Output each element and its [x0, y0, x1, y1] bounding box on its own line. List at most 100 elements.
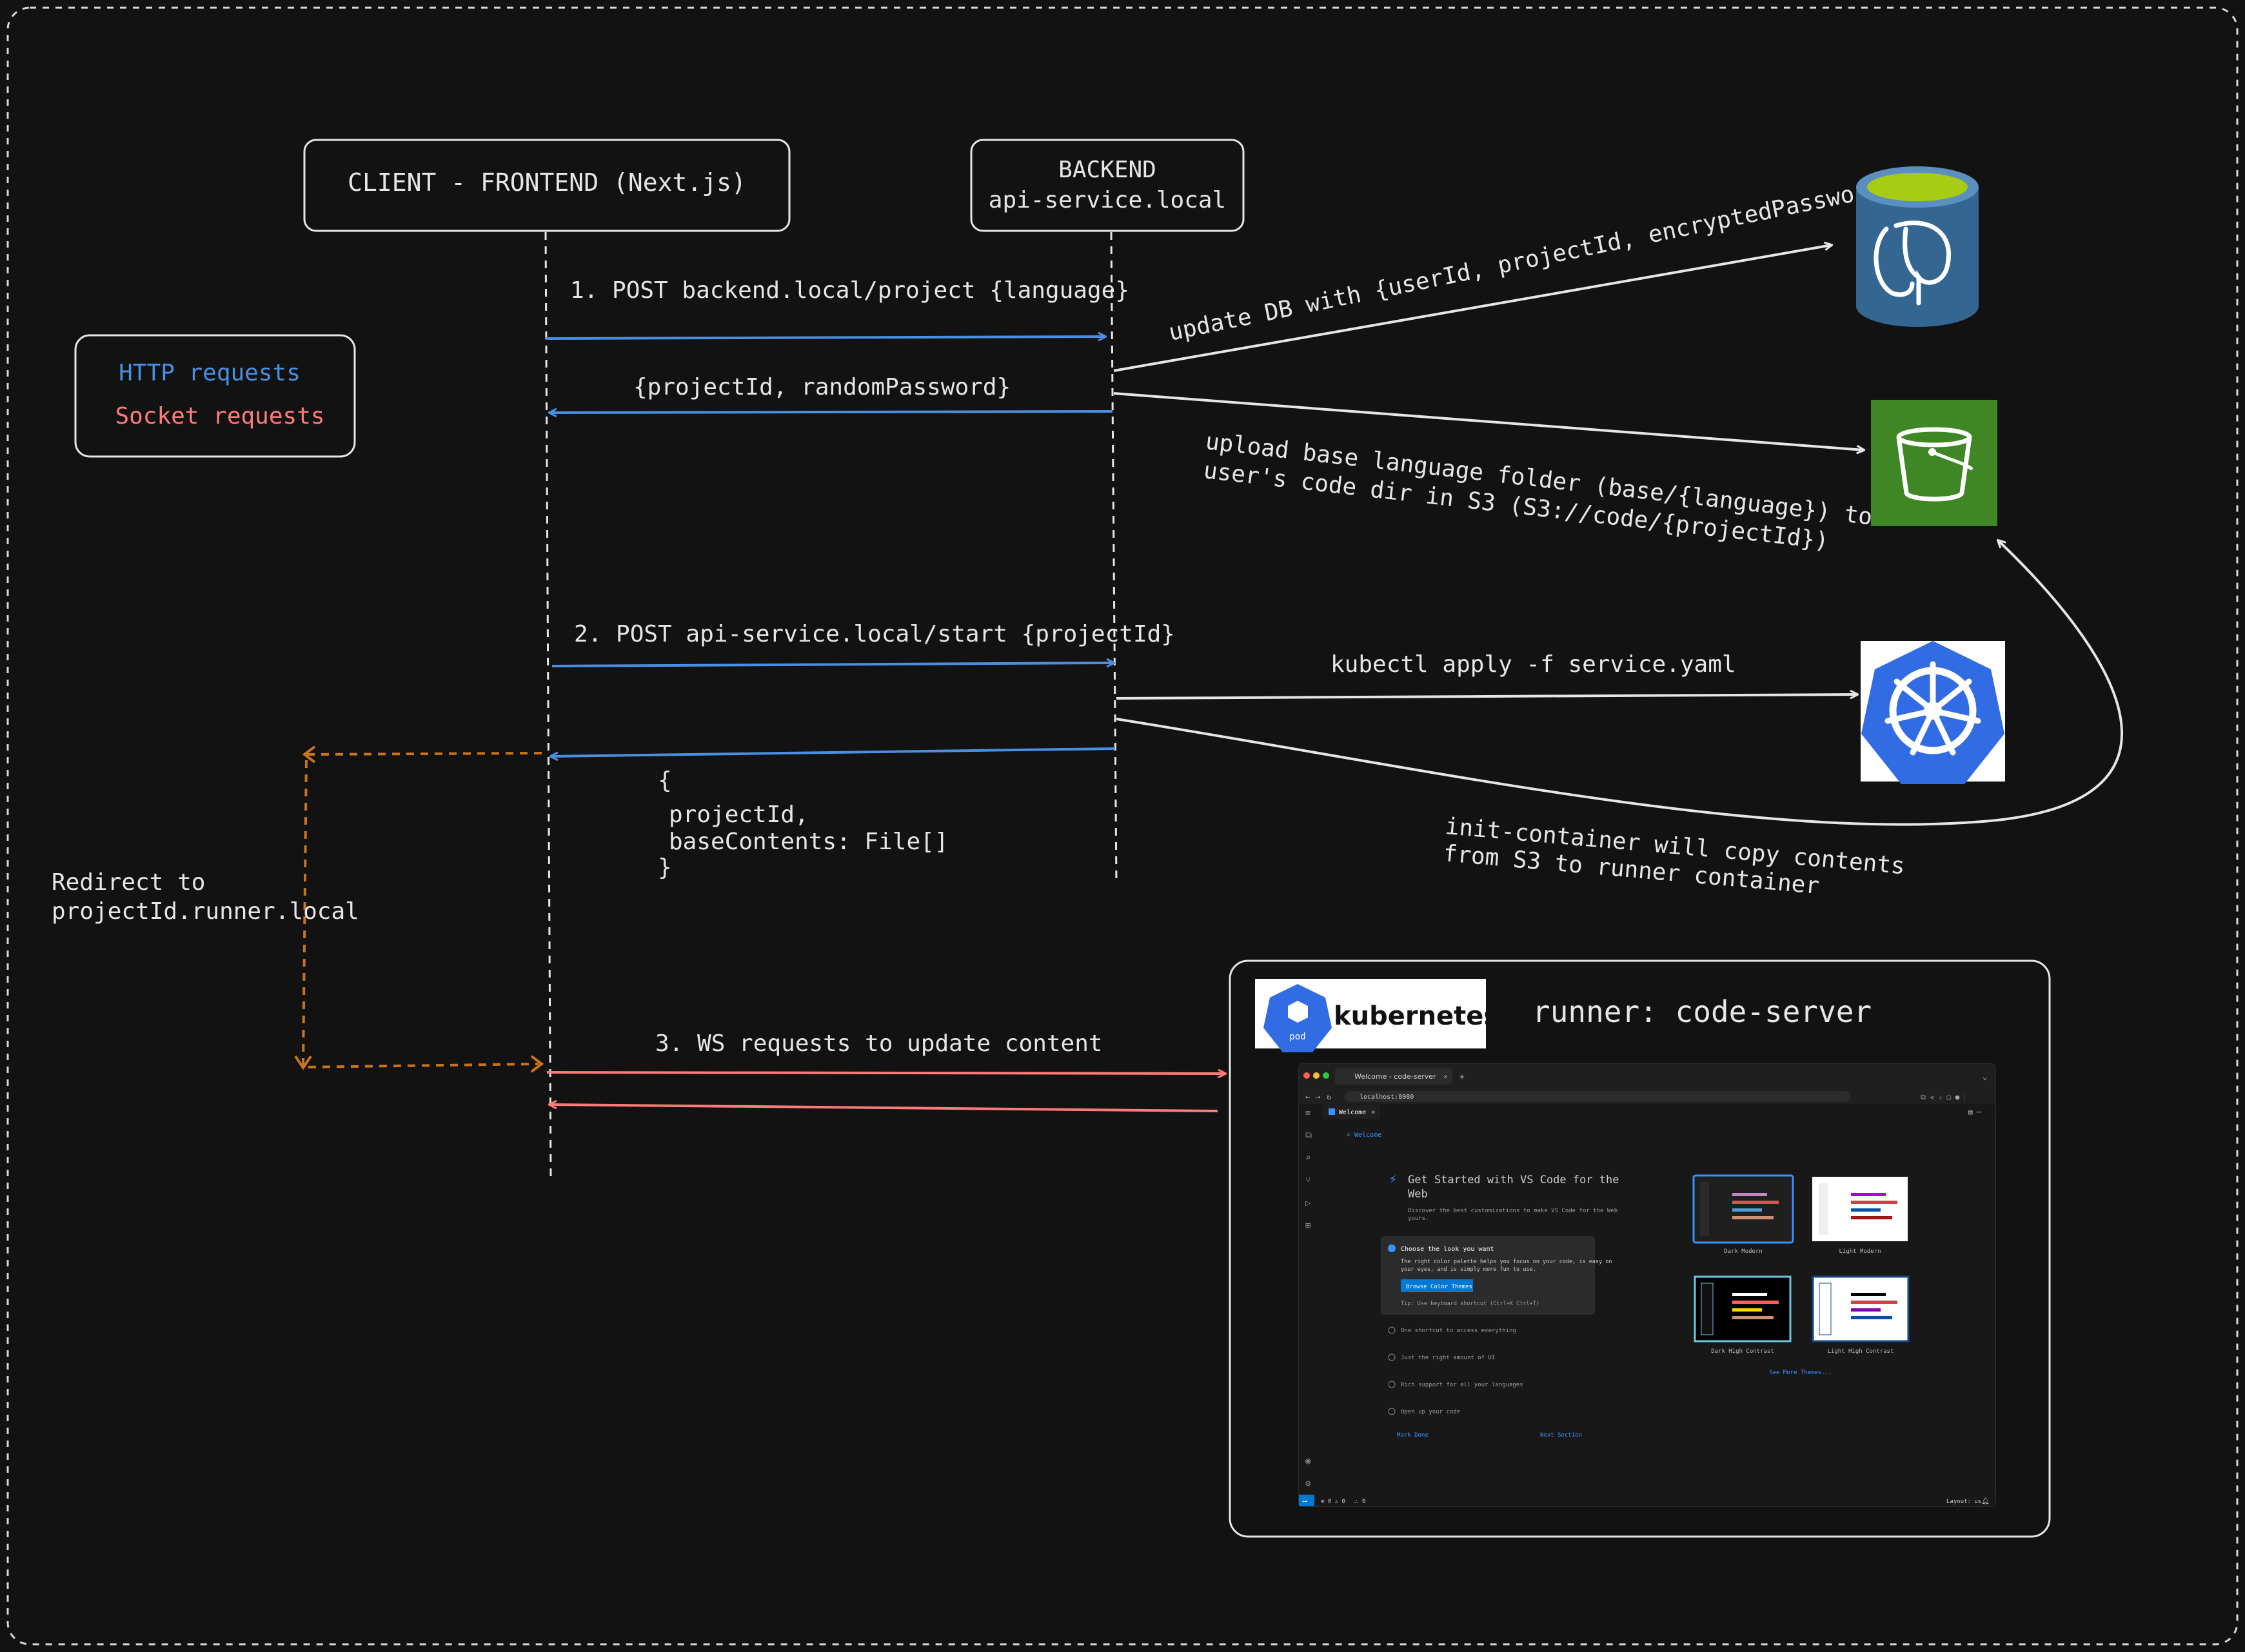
- kubectl-arrow: [1116, 694, 1857, 700]
- remote-indicator-icon: ⟷: [1302, 1498, 1307, 1505]
- runner-title: runner: code-server: [1532, 994, 1872, 1029]
- welcome-subheading-line1: Discover the best customizations to make…: [1408, 1208, 1617, 1214]
- theme-dark-high-contrast-label: Dark High Contrast: [1711, 1348, 1774, 1355]
- code-server-window: Welcome - code-server × + ⌄ ← → ↻ localh…: [1298, 1063, 1996, 1507]
- run-debug-icon[interactable]: ▷: [1305, 1198, 1311, 1208]
- account-icon[interactable]: ◉: [1305, 1456, 1311, 1466]
- browse-color-themes-button[interactable]: [1401, 1279, 1473, 1292]
- client-lifeline: [544, 231, 552, 1177]
- browser-tab-title[interactable]: Welcome - code-server: [1354, 1072, 1436, 1081]
- step1-label: 1. POST backend.local/project {language}: [570, 277, 1129, 304]
- step-ui-amount[interactable]: Just the right amount of UI: [1401, 1355, 1495, 1361]
- mark-done-link[interactable]: Mark Done: [1397, 1432, 1429, 1439]
- getting-started-icon: ⚡: [1389, 1171, 1397, 1186]
- status-ports[interactable]: 0: [1362, 1499, 1365, 1505]
- theme-dark-modern-label: Dark Modern: [1724, 1248, 1763, 1255]
- step2-response-line1: {: [658, 767, 672, 794]
- forward-icon[interactable]: →: [1316, 1092, 1320, 1101]
- editor-tab-close-icon[interactable]: ×: [1371, 1108, 1376, 1116]
- ws-request-arrow: [546, 1072, 1225, 1074]
- theme-light-high-contrast-label: Light High Contrast: [1828, 1348, 1894, 1355]
- client-box: CLIENT - FRONTEND (Next.js): [303, 139, 791, 232]
- settings-gear-icon[interactable]: ⚙: [1305, 1479, 1311, 1489]
- backend-box-title: BACKEND: [1058, 157, 1156, 183]
- welcome-breadcrumb[interactable]: < Welcome: [1347, 1132, 1381, 1139]
- theme-dark-modern[interactable]: [1692, 1174, 1794, 1244]
- see-more-themes-link[interactable]: See More Themes...: [1769, 1370, 1832, 1376]
- step2-response-arrow: [551, 747, 1116, 756]
- status-ports-icon: ⛬: [1354, 1499, 1358, 1505]
- address-bar[interactable]: [1345, 1091, 1851, 1102]
- explorer-icon[interactable]: ⧉: [1305, 1130, 1312, 1141]
- kubectl-label: kubectl apply -f service.yaml: [1330, 651, 1736, 678]
- browser-tab-close-icon[interactable]: ×: [1443, 1072, 1448, 1081]
- browser-menu-chevron-icon[interactable]: ⌄: [1983, 1072, 1987, 1081]
- welcome-heading-line1: Get Started with VS Code for the: [1408, 1174, 1619, 1186]
- redirect-arrowhead-right: [530, 1055, 544, 1073]
- step1-response-arrow: [549, 411, 1113, 413]
- editor-tab-welcome[interactable]: Welcome: [1339, 1109, 1366, 1116]
- back-icon[interactable]: ←: [1305, 1092, 1310, 1101]
- browse-color-themes-label: Browse Color Themes: [1406, 1284, 1472, 1290]
- reload-icon[interactable]: ↻: [1327, 1092, 1331, 1101]
- theme-dark-high-contrast[interactable]: [1694, 1275, 1792, 1342]
- active-step-desc-line1: The right color palette helps you focus …: [1401, 1259, 1612, 1265]
- address-bar-url: localhost:8080: [1360, 1094, 1414, 1101]
- step3-label: 3. WS requests to update content: [655, 1030, 1103, 1057]
- step2-label: 2. POST api-service.local/start {project…: [574, 621, 1175, 647]
- step2-response-line2: projectId,: [669, 801, 809, 828]
- redirect-arrowhead-top: [302, 745, 316, 763]
- theme-light-modern[interactable]: [1812, 1177, 1908, 1241]
- step-language-support[interactable]: Rich support for all your languages: [1401, 1382, 1523, 1388]
- redirect-arrow: [301, 752, 542, 1069]
- split-editor-icon[interactable]: ▤ ⋯: [1968, 1108, 1981, 1116]
- status-layout[interactable]: Layout: us: [1946, 1499, 1981, 1505]
- backend-lifeline: [1110, 231, 1118, 884]
- pod-label: pod: [1289, 1032, 1305, 1042]
- step-open-code[interactable]: Open up your code: [1401, 1409, 1460, 1415]
- client-box-label: CLIENT - FRONTEND (Next.js): [348, 168, 746, 197]
- init-container-arrow: [1116, 540, 2123, 826]
- step1-request-arrow: [545, 337, 1105, 339]
- active-step-card[interactable]: [1381, 1236, 1595, 1315]
- menu-icon[interactable]: ≡: [1305, 1108, 1310, 1118]
- new-tab-icon[interactable]: +: [1459, 1072, 1465, 1082]
- legend: HTTP requests Socket requests: [74, 334, 356, 458]
- theme-light-high-contrast[interactable]: [1812, 1275, 1910, 1342]
- active-step-desc-line2: your eyes, and is simply more fun to use…: [1401, 1266, 1536, 1273]
- keyboard-tip: Tip: Use keyboard shortcut (Ctrl+K Ctrl+…: [1401, 1301, 1539, 1307]
- db-update-arrow: [1113, 245, 1832, 372]
- step2-request-arrow: [551, 663, 1114, 666]
- notifications-bell-icon[interactable]: 🔔︎: [1981, 1497, 1990, 1505]
- legend-http: HTTP requests: [119, 360, 301, 386]
- postgres-icon: [1856, 166, 1979, 327]
- search-icon[interactable]: ⌕: [1305, 1153, 1310, 1163]
- backend-box: BACKEND api-service.local: [970, 139, 1245, 232]
- welcome-subheading-line2: yours.: [1408, 1215, 1429, 1222]
- redirect-arrowhead-down: [294, 1055, 312, 1070]
- kubernetes-icon: [1861, 641, 2005, 784]
- step2-response-line4: }: [658, 854, 672, 881]
- active-step-title: Choose the look you want: [1401, 1246, 1494, 1253]
- source-control-icon[interactable]: ⑂: [1305, 1175, 1310, 1186]
- step2-response-line3: baseContents: File[]: [669, 829, 948, 855]
- runner-container: pod kubernetes runner: code-server Welco…: [1229, 959, 2051, 1538]
- kubernetes-logo-text: kubernetes: [1334, 1001, 1499, 1031]
- step-shortcut[interactable]: One shortcut to access everything: [1401, 1328, 1516, 1334]
- ws-response-arrow: [549, 1105, 1218, 1112]
- s3-bucket-icon: [1871, 400, 1997, 526]
- s3-upload-arrow: [1113, 392, 1864, 450]
- remote-indicator[interactable]: [1299, 1495, 1314, 1506]
- backend-box-host: api-service.local: [989, 187, 1226, 213]
- legend-socket: Socket requests: [115, 403, 324, 429]
- redirect-label-line2: projectId.runner.local: [52, 898, 359, 925]
- extensions-icon[interactable]: ⊞: [1305, 1221, 1311, 1231]
- step1-response-label: {projectId, randomPassword}: [633, 374, 1011, 400]
- next-section-link[interactable]: Next Section: [1540, 1432, 1582, 1439]
- status-problems[interactable]: ⊗ 0 ⚠ 0: [1321, 1499, 1345, 1505]
- welcome-heading-line2: Web: [1408, 1188, 1428, 1201]
- browser-extensions-icon[interactable]: ⧉ ⋖ ☆ ▢ ● ⋮: [1921, 1093, 1966, 1101]
- redirect-label-line1: Redirect to: [52, 869, 205, 896]
- kubernetes-pod-logo: pod kubernetes: [1255, 979, 1499, 1052]
